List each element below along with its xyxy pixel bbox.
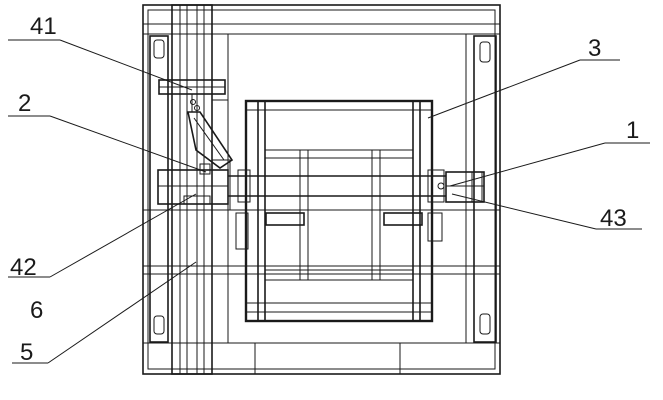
left-bracket [157,79,234,211]
outer-frame [142,4,501,375]
label-42: 42 [10,254,37,281]
label-1: 1 [626,117,639,144]
label-5: 5 [20,339,33,366]
left-slot-posts [149,35,169,343]
drum [228,99,446,323]
leader-lines [8,39,650,364]
label-6: 6 [30,297,43,324]
reference-labels: 41 3 2 1 42 43 6 5 [10,13,639,366]
left-column [171,4,229,375]
right-bracket [437,171,485,203]
label-2: 2 [18,90,31,117]
label-3: 3 [588,35,601,62]
right-slot-post [465,34,497,343]
label-43: 43 [600,205,627,232]
label-41: 41 [30,13,57,40]
